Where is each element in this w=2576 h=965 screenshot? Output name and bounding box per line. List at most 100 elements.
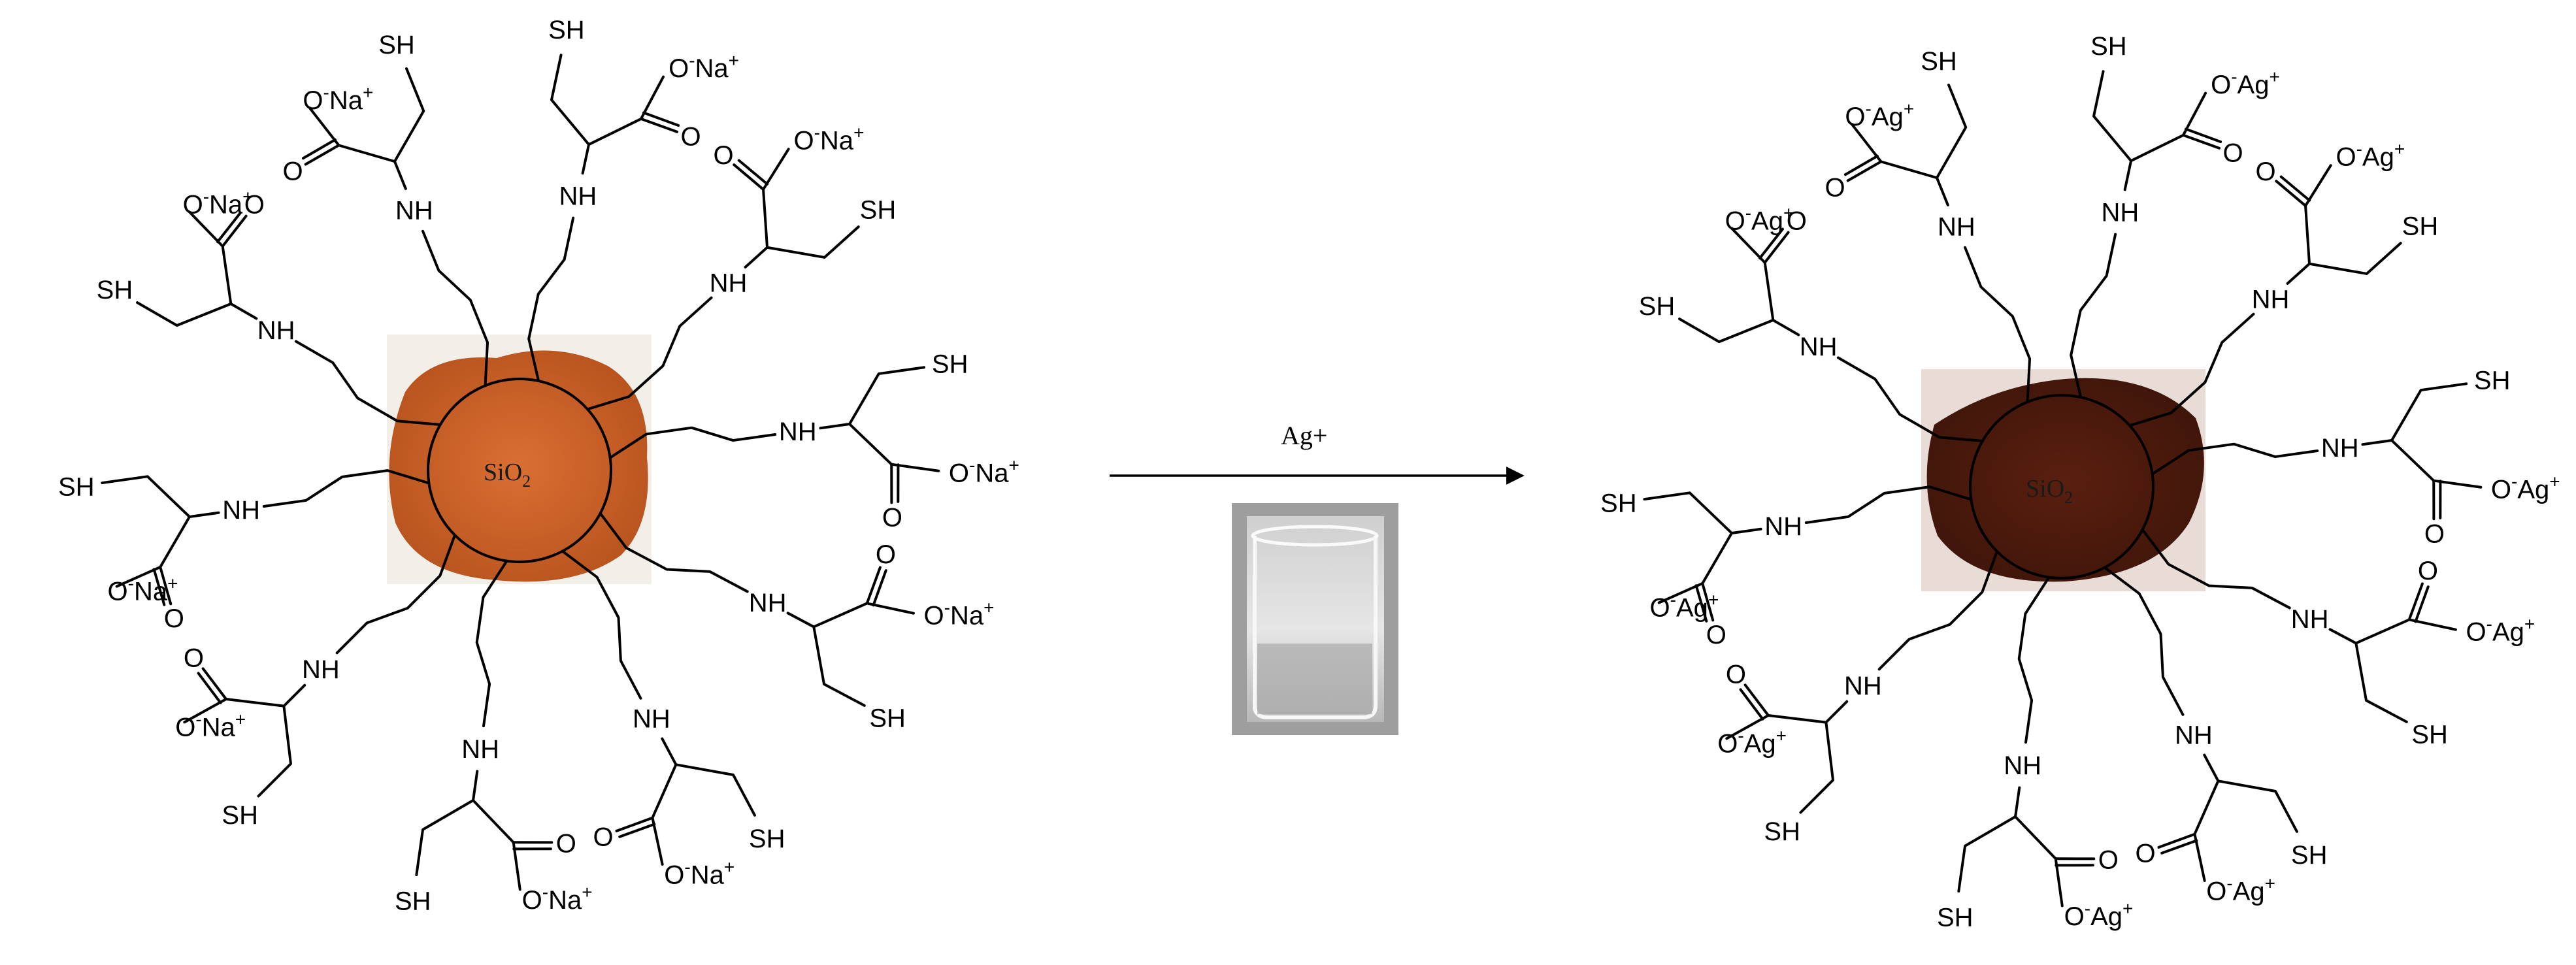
propyl-chain-bond xyxy=(2141,528,2291,610)
reaction-arrow: Ag+ xyxy=(1110,421,1525,735)
carbonyl-oxygen-label: O xyxy=(556,829,576,858)
carbonyl-bond xyxy=(2414,585,2430,623)
propyl-chain-bond xyxy=(586,296,713,411)
propyl-chain-bond xyxy=(1804,485,1973,524)
carbonyl-bond xyxy=(2181,133,2221,150)
ligand-arms: NHSHOO-Na+NHSHOO-Na+NHSHOO-Na+NHSHOO-Na+… xyxy=(58,16,1019,915)
amine-alpha-bond xyxy=(282,683,306,708)
amine-alpha-bond xyxy=(2361,439,2394,446)
carbonyl-bond xyxy=(1701,581,1715,622)
carboxylate-bond xyxy=(115,565,162,588)
carbonyl-bond xyxy=(872,569,887,607)
propyl-chain-bond xyxy=(2103,566,2185,716)
carboxyl-bond xyxy=(2130,133,2185,163)
carbonyl-bond xyxy=(201,667,227,701)
carboxylate-salt-label: O-Ag+ xyxy=(1725,203,1794,236)
amine-label: NH xyxy=(257,316,295,345)
silica-core-label: SiO2 xyxy=(484,459,531,491)
carboxyl-bond xyxy=(472,799,515,844)
amine-alpha-bond xyxy=(2328,628,2358,645)
carboxylate-salt-label: O-Na+ xyxy=(522,882,593,915)
thiol-branch-bond xyxy=(2217,779,2298,833)
thiol-label: SH xyxy=(1921,47,1957,76)
carbonyl-oxygen-label: O xyxy=(282,157,303,186)
carboxyl-bond xyxy=(2014,815,2057,860)
amine-label: NH xyxy=(779,417,817,446)
thiol-label: SH xyxy=(2090,32,2127,61)
carboxylate-bond xyxy=(2304,164,2332,207)
thiol-branch-bond xyxy=(848,366,926,426)
amine-alpha-bond xyxy=(786,612,816,629)
thiol-branch-bond xyxy=(1935,84,1968,180)
thiol-branch-bond xyxy=(2092,70,2133,163)
thiol-label: SH xyxy=(97,276,133,304)
propyl-chain-bond xyxy=(2017,576,2051,744)
carbonyl-bond xyxy=(737,159,769,186)
thiol-branch-bond xyxy=(257,704,292,798)
amine-label: NH xyxy=(2252,285,2290,314)
amine-label: NH xyxy=(559,182,597,210)
carboxyl-bond xyxy=(1766,714,1828,724)
carbonyl-bond xyxy=(2407,582,2424,621)
amine-label: NH xyxy=(1938,212,1975,241)
carboxylate-bond xyxy=(512,841,521,891)
carboxylate-salt-label: O-Ag+ xyxy=(2206,874,2275,906)
thiol-label: SH xyxy=(932,350,968,379)
amine-alpha-bond xyxy=(661,737,678,766)
propyl-chain-bond xyxy=(599,512,749,593)
carbonyl-oxygen-label: O xyxy=(2424,519,2445,548)
carboxyl-bond xyxy=(812,602,868,629)
carboxylate-bond xyxy=(188,210,224,248)
carbonyl-bond xyxy=(1694,584,1708,623)
carbonyl-bond xyxy=(2279,175,2311,202)
propyl-chain-bond xyxy=(1964,246,2032,404)
carbonyl-oxygen-label: O xyxy=(2256,157,2276,186)
carbonyl-oxygen-label: O xyxy=(2136,839,2156,868)
carbonyl-bond xyxy=(1739,688,1764,721)
thiol-label: SH xyxy=(1600,489,1637,518)
thiol-branch-bond xyxy=(1957,815,2017,893)
silver-loaded-silica: SiO2 NHSHOO-Ag+NHSHOO-Ag+NHSHOO-Ag+NHSHO… xyxy=(1600,32,2560,932)
carbonyl-bond xyxy=(2275,180,2307,207)
thiol-branch-bond xyxy=(101,475,191,518)
amine-alpha-bond xyxy=(2014,786,2021,819)
carboxyl-bond xyxy=(762,188,769,249)
thiol-branch-bond xyxy=(136,301,233,327)
amine-alpha-bond xyxy=(819,423,851,430)
carboxylate-salt-label: O-Ag+ xyxy=(2466,613,2535,646)
carbonyl-oxygen-label: O xyxy=(593,823,614,851)
carboxyl-bond xyxy=(337,144,396,163)
thiol-label: SH xyxy=(2402,212,2439,240)
carbonyl-oxygen-label: O xyxy=(1825,174,1845,203)
amine-alpha-bond xyxy=(188,511,220,518)
carboxylate-bond xyxy=(1850,122,1883,163)
thiol-branch-bond xyxy=(2390,382,2468,442)
thiol-label: SH xyxy=(2411,721,2448,749)
amine-alpha-bond xyxy=(2203,753,2220,783)
carboxylate-salt-label: O-Na+ xyxy=(924,597,995,630)
thiol-branch-bond xyxy=(393,67,425,163)
carboxylate-bond xyxy=(2193,832,2206,882)
thiol-label: SH xyxy=(1937,904,1973,932)
carbonyl-bond xyxy=(1743,683,1770,717)
carboxylate-bond xyxy=(762,148,790,191)
carbonyl-bond xyxy=(1846,160,1883,182)
carboxylate-salt-label: O-Na+ xyxy=(183,187,254,220)
propyl-chain-bond xyxy=(1836,356,1984,442)
carbonyl-bond xyxy=(216,211,242,244)
thiol-branch-bond xyxy=(2354,642,2408,723)
amine-label: NH xyxy=(2102,198,2139,227)
thiol-label: SH xyxy=(1639,292,1676,321)
carboxyl-bond xyxy=(2193,779,2220,836)
silica-core-circle-ag xyxy=(1969,394,2155,580)
amine-label: NH xyxy=(1844,672,1882,700)
thiol-label: SH xyxy=(2474,367,2511,395)
